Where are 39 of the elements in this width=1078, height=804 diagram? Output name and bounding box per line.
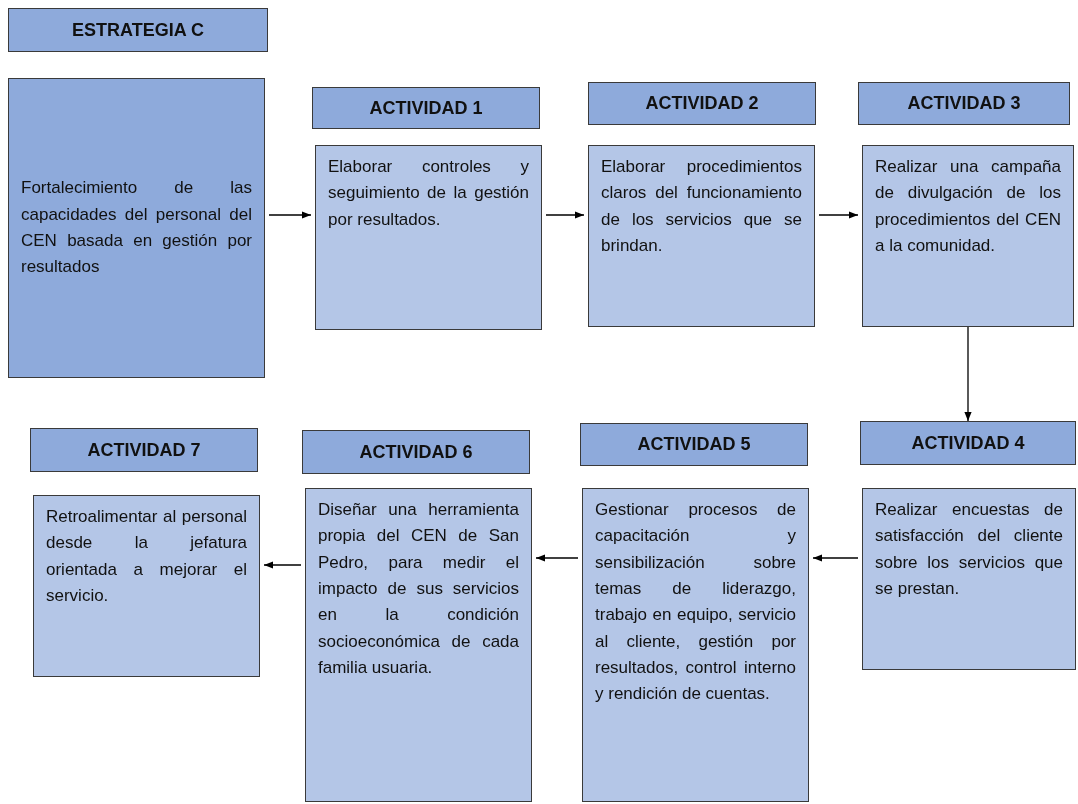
heading-box (858, 82, 1070, 125)
heading-box (8, 8, 268, 52)
activity-box (33, 495, 260, 677)
heading-text: ACTIVIDAD 5 (637, 434, 751, 455)
description-text: Fortalecimiento de las capacidades del personal del CEN basada en gestión por resultados (21, 177, 252, 279)
heading-text: ACTIVIDAD 1 (369, 97, 483, 119)
description-text: Elaborar controles y seguimiento de la gestión por resultados. (328, 156, 529, 231)
strategy-box (8, 78, 265, 378)
heading-text: ESTRATEGIA C (72, 19, 204, 41)
arrow (964, 326, 972, 422)
activity-box (315, 145, 542, 330)
arrow (268, 211, 312, 219)
description-text: Elaborar procedimientos claros del funcionamiento de los servicios que se brindan. (601, 156, 802, 258)
description-text: Realizar encuestas de satisfacción del cliente sobre los servicios que se prestan. (875, 499, 1063, 601)
arrow (535, 554, 579, 562)
activity-box (862, 488, 1076, 670)
heading-box (312, 87, 540, 129)
activity-box (862, 145, 1074, 327)
activity-box (305, 488, 532, 802)
arrow (818, 211, 859, 219)
heading-box (860, 421, 1076, 465)
activity-box (588, 145, 815, 327)
heading-box (588, 82, 816, 125)
arrow (263, 561, 302, 569)
description-text: Diseñar una herramienta propia del CEN de San Pedro, para medir el impacto de sus servicios en la condición socioeconómica de cada familia usuaria. (318, 499, 519, 680)
description-text: Retroalimentar al personal desde la jefatura orientada a mejorar el servicio. (46, 506, 247, 608)
description-text: Realizar una campaña de divulgación de los procedimientos del CEN a la comunidad. (875, 156, 1061, 258)
activity-box (582, 488, 809, 802)
heading-text: ACTIVIDAD 4 (911, 432, 1025, 454)
arrow (545, 211, 585, 219)
heading-box (302, 430, 530, 474)
heading-text: ACTIVIDAD 6 (359, 441, 473, 463)
description-text: Gestionar procesos de capacitación y sensibilización sobre temas de liderazgo, trabajo en equipo, servicio al cliente, gestión por resultados, control interno y rendición de cuentas. (595, 499, 796, 706)
heading-text: ACTIVIDAD 2 (645, 93, 759, 114)
heading-box (580, 423, 808, 466)
arrow (812, 554, 859, 562)
heading-text: ACTIVIDAD 7 (87, 439, 201, 461)
heading-box (30, 428, 258, 472)
heading-text: ACTIVIDAD 3 (907, 93, 1021, 114)
